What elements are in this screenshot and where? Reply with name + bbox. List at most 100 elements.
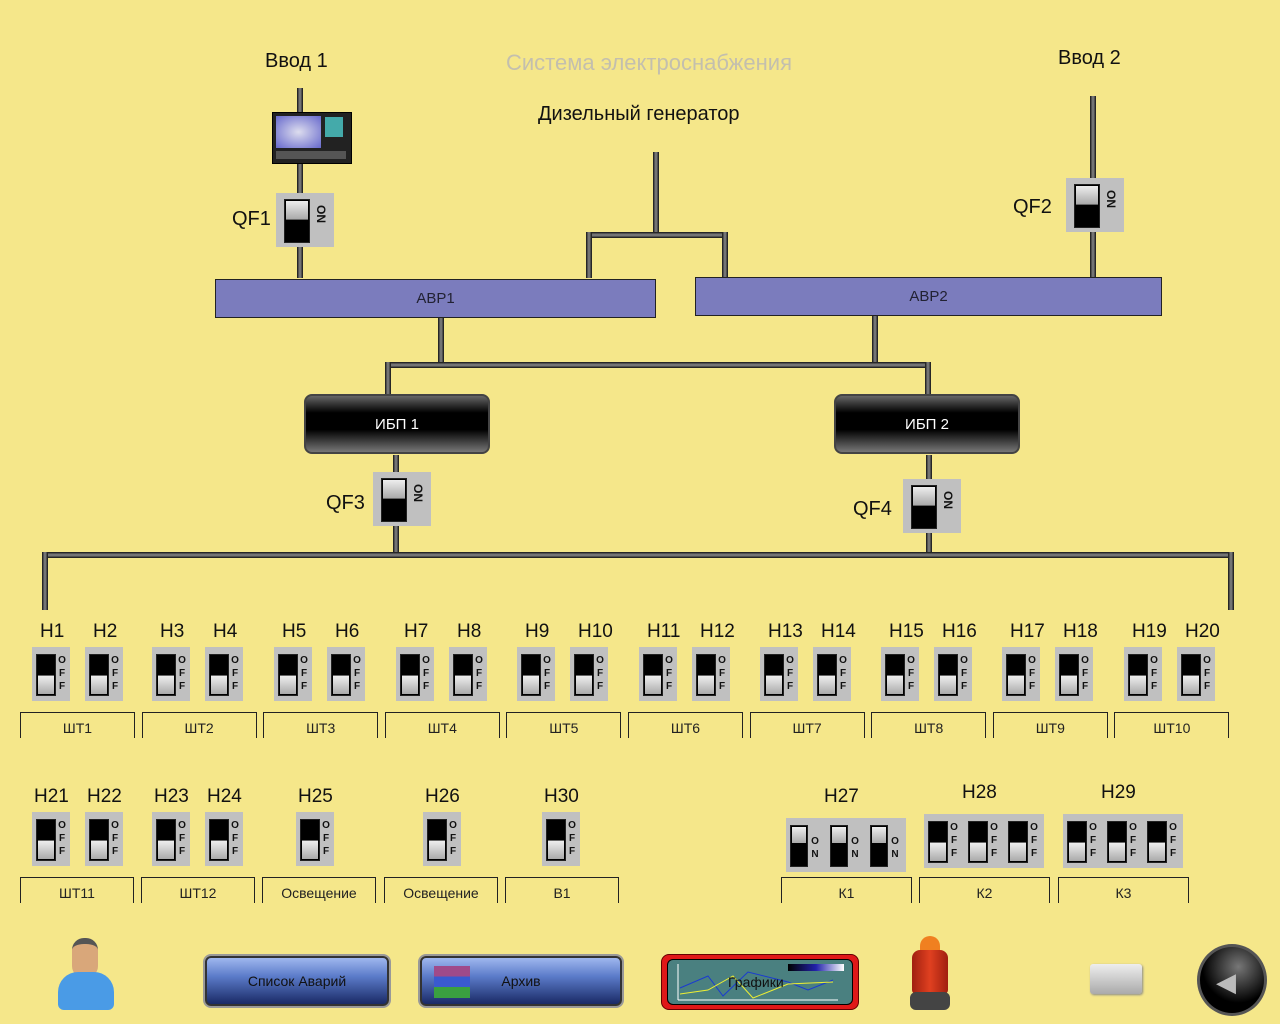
load-label: Н3 <box>160 621 185 642</box>
load-label: Н24 <box>207 786 242 807</box>
alarm-list-button[interactable]: Список Аварий <box>205 956 389 1006</box>
cabinet-label[interactable]: В1 <box>505 877 619 903</box>
cabinet-label[interactable]: ШТ2 <box>141 712 257 738</box>
load-label: Н9 <box>525 621 550 642</box>
input2-label: Ввод 2 <box>1058 47 1121 69</box>
cabinet-label[interactable]: Освещение <box>384 877 498 903</box>
avr2-bus[interactable]: АВР2 <box>695 277 1162 316</box>
qf1-switch[interactable]: ON <box>276 193 334 247</box>
cabinet-label[interactable]: ШТ5 <box>506 712 622 738</box>
cabinet-label[interactable]: ШТ12 <box>141 877 255 903</box>
cabinet-label[interactable]: ШТ7 <box>749 712 865 738</box>
archive-button[interactable]: Архив <box>420 956 622 1006</box>
group-label: Н27 <box>824 786 859 807</box>
qf4-switch[interactable]: ON <box>903 479 961 533</box>
cabinet-label[interactable]: ШТ8 <box>871 712 987 738</box>
archive-label: Архив <box>501 973 541 989</box>
cabinet-label[interactable]: ШТ1 <box>20 712 135 738</box>
qf3-switch[interactable]: ON <box>373 472 431 526</box>
cabinet-label[interactable]: ШТ6 <box>628 712 743 738</box>
load-label: Н26 <box>425 786 460 807</box>
pipe <box>925 362 931 396</box>
cabinet-label[interactable]: ШТ4 <box>384 712 500 738</box>
ups2-button[interactable]: ИБП 2 <box>834 394 1020 454</box>
cabinet-label[interactable]: ШТ9 <box>992 712 1108 738</box>
qf3-label: QF3 <box>326 492 365 514</box>
pipe <box>653 152 659 234</box>
group-label: Н28 <box>962 782 997 803</box>
cabinet-label[interactable]: К1 <box>781 877 912 903</box>
cabinet-label[interactable]: ШТ3 <box>263 712 379 738</box>
back-button[interactable]: ◀ <box>1197 944 1267 1016</box>
graphs-button[interactable]: Графики <box>661 954 859 1010</box>
load-label: Н17 <box>1010 621 1045 642</box>
alarm-lamp-icon[interactable] <box>906 936 954 1012</box>
user-icon[interactable] <box>52 936 118 1014</box>
cabinet-label[interactable]: ШТ11 <box>20 877 134 903</box>
load-label: Н19 <box>1132 621 1167 642</box>
blank-button[interactable] <box>1090 964 1142 994</box>
load-label: Н5 <box>282 621 307 642</box>
ups1-button[interactable]: ИБП 1 <box>304 394 490 454</box>
cabinet-label[interactable]: К2 <box>919 877 1050 903</box>
load-label: Н8 <box>457 621 482 642</box>
avr1-bus[interactable]: АВР1 <box>215 279 656 318</box>
meter-icon[interactable] <box>272 112 352 164</box>
cabinet-label[interactable]: ШТ10 <box>1114 712 1230 738</box>
cabinet-label[interactable]: К3 <box>1058 877 1189 903</box>
load-label: Н6 <box>335 621 360 642</box>
pipe <box>586 232 728 238</box>
qf2-switch[interactable]: ON <box>1066 178 1124 232</box>
cabinet-label[interactable]: Освещение <box>262 877 376 903</box>
